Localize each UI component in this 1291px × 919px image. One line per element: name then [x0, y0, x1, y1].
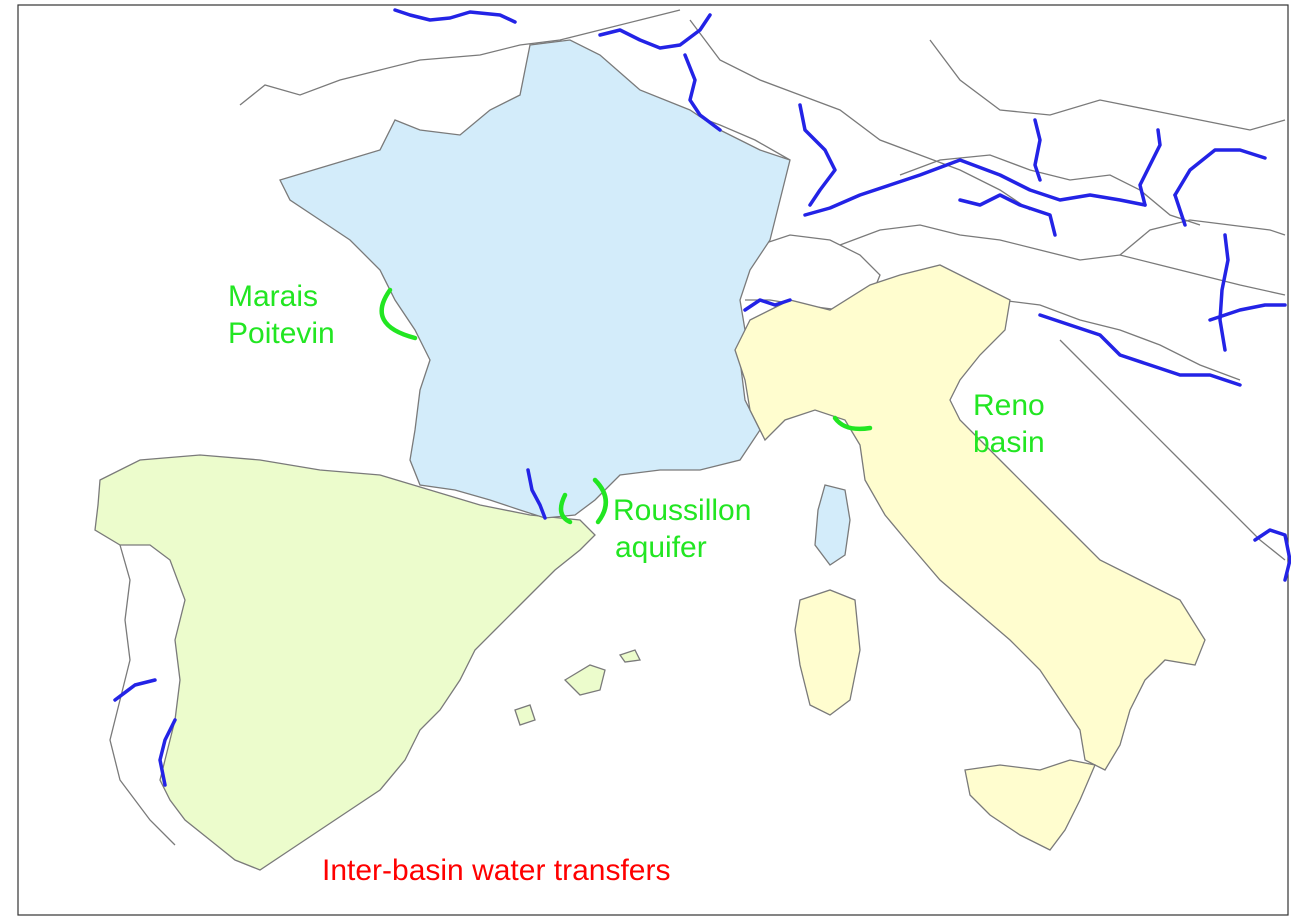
river-east-3	[1218, 233, 1230, 352]
arc-reno-basin	[832, 415, 873, 432]
river-danube-2	[958, 193, 1057, 237]
arc-roussillon-west	[558, 492, 573, 525]
river-north-2	[598, 13, 712, 50]
island-ibiza	[514, 704, 536, 726]
label-line: aquifer	[615, 531, 707, 564]
border-austria	[839, 224, 1286, 296]
map-caption: Inter-basin water transfers	[322, 854, 671, 887]
border-slovenia	[999, 299, 1241, 381]
arc-roussillon-east	[592, 477, 608, 525]
label-line: Roussillon	[613, 494, 752, 527]
island-menorca	[618, 649, 641, 663]
river-east-2	[1173, 193, 1187, 227]
border-poland	[929, 39, 1286, 131]
river-drava	[1038, 313, 1242, 387]
region-italy	[734, 264, 1206, 771]
border-germany	[689, 19, 1031, 211]
label-line: Marais	[228, 280, 319, 313]
border-north	[239, 9, 681, 106]
region-france	[279, 39, 791, 519]
river-east-1	[1173, 148, 1267, 197]
label-reno-basin: Reno basin	[973, 387, 1045, 461]
highlight-arcs	[379, 287, 873, 525]
river-sava	[1208, 303, 1287, 322]
river-guadiana	[158, 718, 177, 787]
label-roussillon-aquifer: Roussillon aquifer	[613, 492, 751, 566]
river-danube	[803, 158, 1147, 217]
label-line: Reno	[973, 389, 1045, 422]
island-mallorca	[563, 664, 606, 696]
label-line: Poitevin	[228, 317, 335, 350]
river-rhine	[683, 53, 722, 132]
border-portugal	[109, 544, 176, 846]
rivers	[113, 8, 1291, 787]
river-vistula	[1033, 118, 1042, 182]
border-hungary	[1119, 219, 1286, 256]
river-portugal	[113, 678, 157, 702]
arc-marais-poitevin	[379, 287, 418, 341]
river-tisza	[1138, 128, 1162, 207]
border-czech	[899, 154, 1201, 226]
label-line: basin	[973, 426, 1045, 459]
label-marais-poitevin: Marais Poitevin	[228, 278, 335, 352]
river-rhone	[526, 468, 547, 520]
river-elbe	[798, 103, 837, 207]
region-corsica	[814, 484, 851, 566]
region-sicily	[964, 759, 1096, 851]
river-north-1	[393, 8, 517, 24]
river-balkan	[1253, 528, 1291, 582]
river-po-north	[743, 298, 792, 312]
border-balkans	[1059, 339, 1286, 561]
region-sardinia	[794, 589, 861, 716]
region-spain	[94, 454, 596, 871]
